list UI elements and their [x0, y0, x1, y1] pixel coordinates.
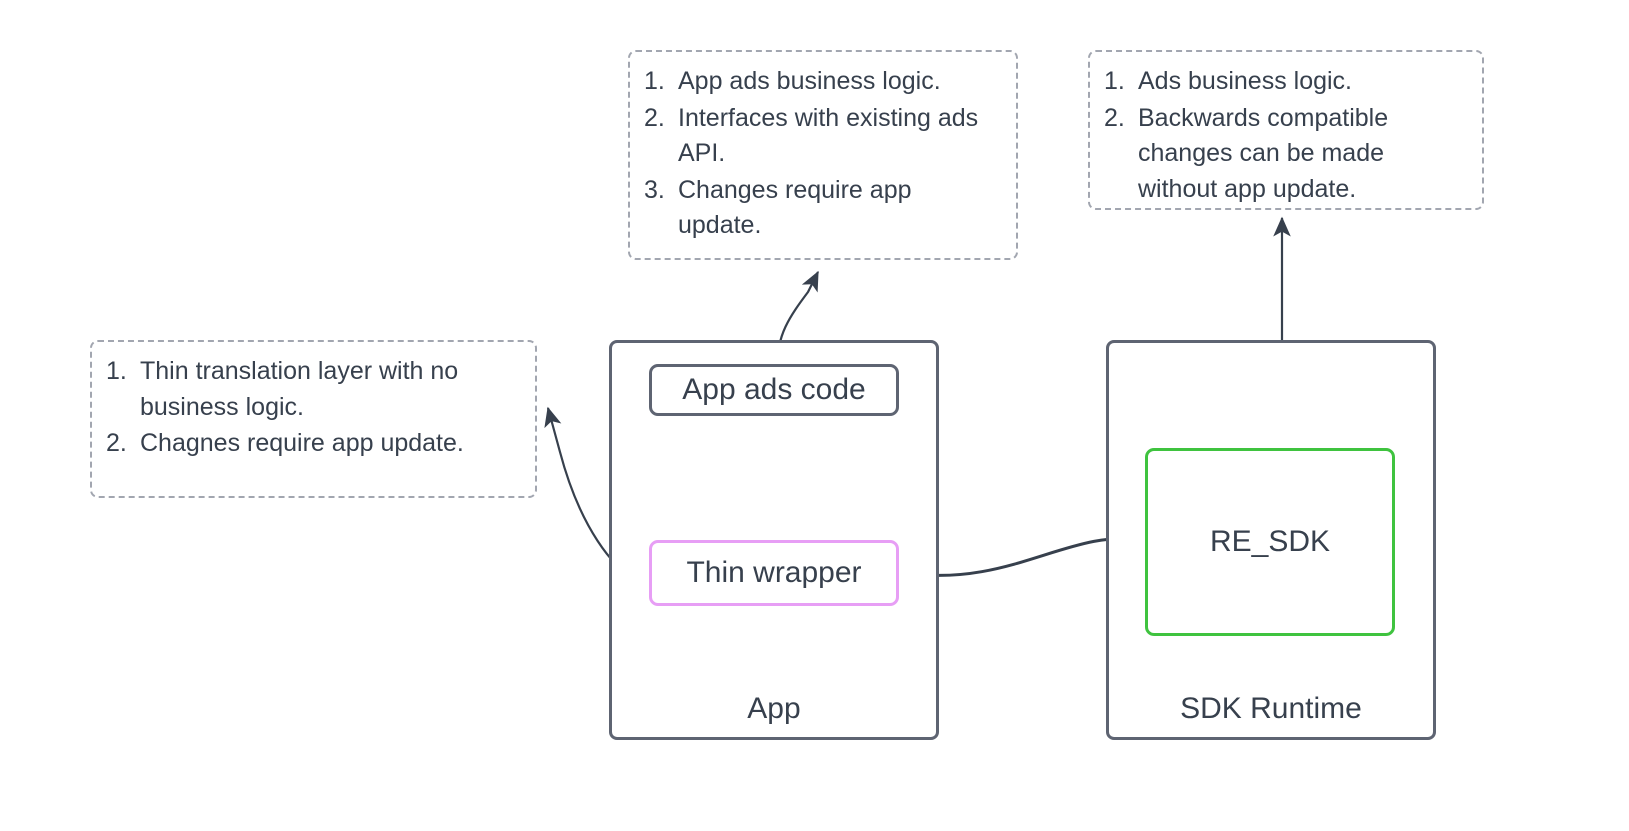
callout-thin-wrapper-list: Thin translation layer with no business … — [106, 354, 519, 462]
callout-app-ads-code-item-1: App ads business logic. — [644, 64, 941, 99]
node-app-ads-code-label: App ads code — [682, 372, 866, 406]
callout-app-ads-code-item-3: Changes require app update. — [644, 173, 912, 240]
container-sdk-runtime-label: SDK Runtime — [1180, 692, 1362, 725]
callout-thin-wrapper: Thin translation layer with no business … — [90, 340, 537, 498]
callout-re-sdk-item-1: Ads business logic. — [1104, 64, 1353, 99]
callout-re-sdk-item-2: Backwards compatible changes can be made… — [1104, 101, 1389, 203]
node-thin-wrapper-label: Thin wrapper — [686, 555, 862, 589]
callout-thin-wrapper-item-1: Thin translation layer with no business … — [106, 354, 459, 421]
node-app-ads-code[interactable]: App ads code — [649, 364, 899, 416]
node-thin-wrapper[interactable]: Thin wrapper — [649, 540, 899, 606]
callout-app-ads-code: App ads business logic. Interfaces with … — [628, 50, 1018, 260]
callout-re-sdk-list: Ads business logic. Backwards compatible… — [1104, 64, 1466, 207]
node-re-sdk[interactable]: RE_SDK — [1145, 448, 1395, 636]
container-app-label: App — [747, 692, 801, 725]
callout-app-ads-code-list: App ads business logic. Interfaces with … — [644, 64, 1000, 244]
node-re-sdk-label: RE_SDK — [1209, 524, 1331, 558]
callout-re-sdk: Ads business logic. Backwards compatible… — [1088, 50, 1484, 210]
callout-thin-wrapper-item-2: Chagnes require app update. — [106, 426, 464, 461]
callout-app-ads-code-item-2: Interfaces with existing ads API. — [644, 101, 979, 168]
